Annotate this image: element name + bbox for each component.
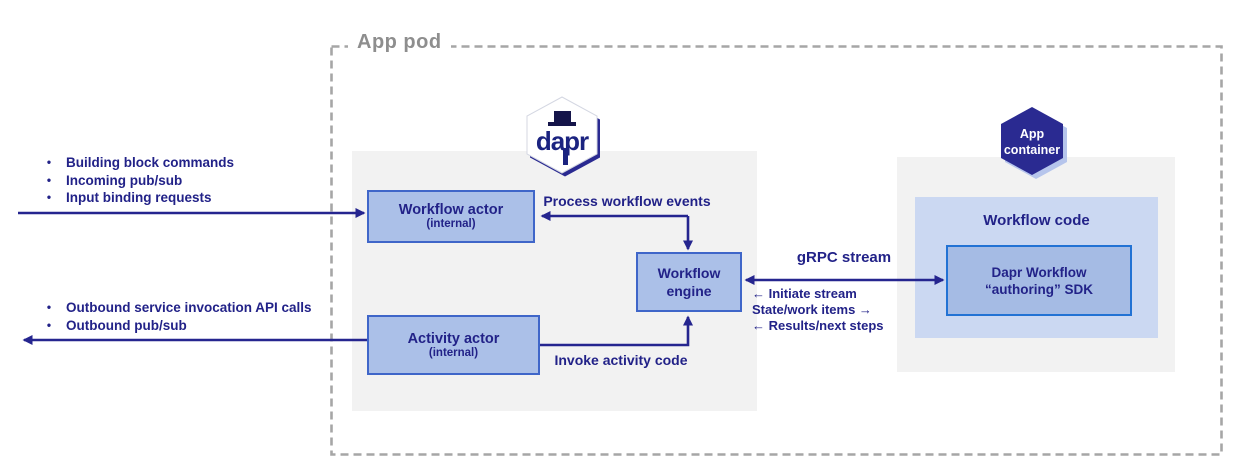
app-container-label-line2: container [1004, 143, 1060, 157]
app-container-label-line1: App [1020, 127, 1045, 141]
workflow-engine-line1: Workflow [657, 265, 721, 281]
inbound-item: • Building block commands [42, 154, 234, 172]
outbound-list: • Outbound service invocation API calls … [42, 299, 312, 334]
bullet-icon: • [46, 190, 52, 205]
inbound-item-label: Building block commands [66, 155, 235, 170]
workflow-actor-subtitle: (internal) [426, 218, 476, 230]
outbound-item-label: Outbound service invocation API calls [66, 300, 312, 315]
activity-actor-subtitle: (internal) [428, 346, 479, 359]
workflow-actor-box: Workflow actor (internal) [367, 190, 535, 243]
bullet-icon: • [46, 172, 52, 187]
bullet-icon: • [46, 317, 52, 332]
activity-actor-title: Activity actor [407, 330, 500, 347]
inbound-item: • Input binding requests [42, 189, 234, 207]
stream-detail-line: ← Initiate stream [752, 286, 857, 301]
app-pod-label: App pod [348, 31, 451, 54]
dapr-hat-brim [548, 122, 576, 126]
dapr-workflow-sdk-box: Dapr Workflow “authoring” SDK [946, 245, 1132, 316]
workflow-engine-box: Workflow engine [636, 252, 742, 312]
activity-actor-box: Activity actor (internal) [367, 315, 540, 375]
bullet-icon: • [46, 155, 52, 169]
stream-detail-line: State/work items → [752, 301, 872, 317]
inbound-item-label: Input binding requests [66, 190, 212, 206]
dapr-hat-icon [554, 111, 571, 123]
sdk-box-line1: Dapr Workflow [991, 264, 1087, 280]
workflow-code-title: Workflow code [983, 212, 1090, 229]
outbound-item-label: Outbound pub/sub [66, 317, 187, 333]
invoke-activity-label: Invoke activity code [554, 352, 688, 368]
workflow-actor-title: Workflow actor [398, 202, 504, 218]
grpc-stream-details: ← Initiate stream State/work items → ← R… [752, 286, 884, 333]
grpc-stream-label: gRPC stream [796, 249, 892, 266]
inbound-item: • Incoming pub/sub [42, 172, 234, 190]
bullet-icon: • [46, 300, 52, 314]
outbound-item: • Outbound service invocation API calls [42, 299, 312, 317]
workflow-engine-line2: engine [666, 283, 712, 299]
outbound-item: • Outbound pub/sub [42, 317, 312, 335]
sdk-box-line2: “authoring” SDK [985, 281, 1093, 297]
stream-detail-line: ← Results/next steps [752, 317, 884, 333]
inbound-item-label: Incoming pub/sub [66, 172, 183, 188]
process-events-label: Process workflow events [543, 193, 711, 209]
inbound-list: • Building block commands • Incoming pub… [42, 154, 234, 207]
